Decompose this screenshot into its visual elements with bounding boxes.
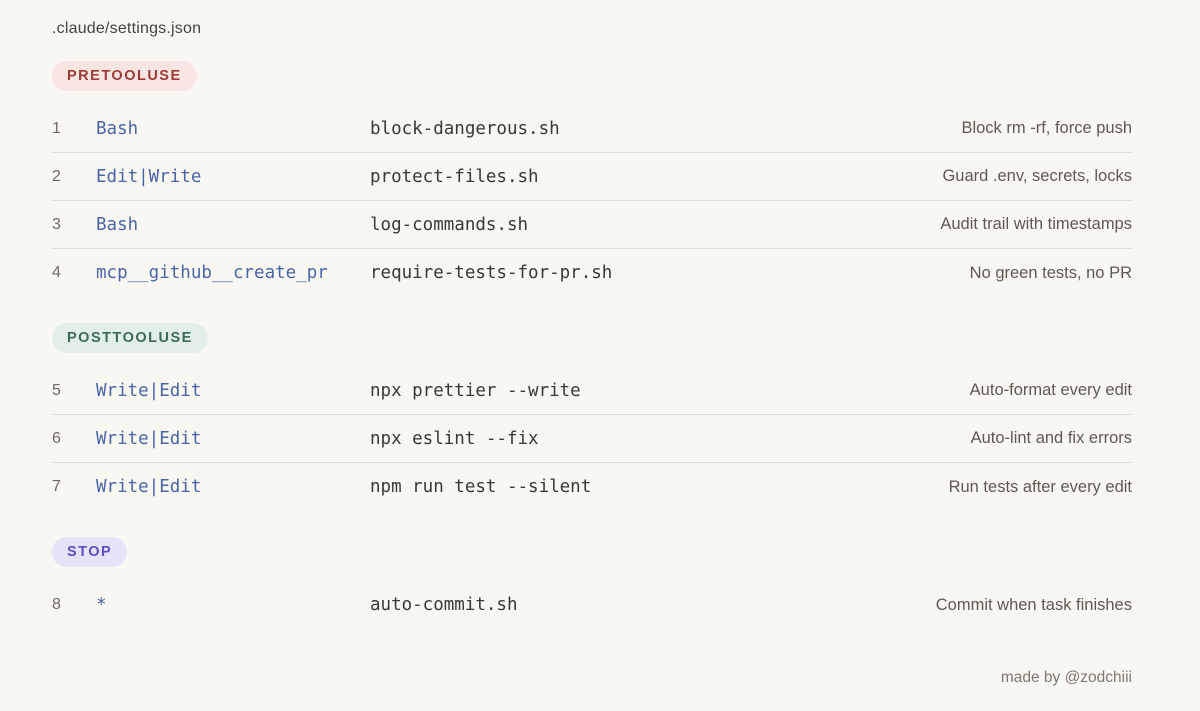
matcher-cell: mcp__github__create_pr — [96, 263, 328, 284]
section-badge-posttooluse: POSTTOOLUSE — [52, 323, 208, 354]
matcher-cell: * — [96, 595, 107, 616]
description-cell: Guard .env, secrets, locks — [942, 167, 1132, 186]
section-badge-pretooluse: PRETOOLUSE — [52, 61, 197, 92]
hook-rows: 8 * auto-commit.sh Commit when task finishe… — [52, 581, 1132, 629]
hook-row: 3 Bash log-commands.sh Audit trail with tim… — [52, 201, 1132, 250]
description-cell: No green tests, no PR — [969, 263, 1132, 282]
hook-row: 6 Write|Edit npx eslint --fix Auto-lint and… — [52, 415, 1132, 464]
row-number: 6 — [52, 429, 61, 447]
command-cell: npm run test --silent — [370, 477, 592, 498]
description-cell: Auto-lint and fix errors — [970, 429, 1132, 448]
description-cell: Run tests after every edit — [948, 477, 1132, 496]
matcher-cell: Edit|Write — [96, 166, 202, 187]
command-cell: protect-files.sh — [370, 166, 539, 187]
description-cell: Commit when task finishes — [935, 595, 1132, 614]
row-number: 1 — [52, 119, 61, 137]
command-cell: block-dangerous.sh — [370, 118, 560, 139]
command-cell: npx eslint --fix — [370, 428, 539, 449]
row-number: 5 — [52, 381, 61, 399]
description-cell: Audit trail with timestamps — [940, 215, 1132, 234]
row-number: 3 — [52, 215, 61, 233]
command-cell: require-tests-for-pr.sh — [370, 263, 613, 284]
command-cell: npx prettier --write — [370, 380, 581, 401]
matcher-cell: Bash — [96, 214, 139, 235]
command-cell: auto-commit.sh — [370, 595, 518, 616]
description-cell: Block rm -rf, force push — [961, 119, 1132, 138]
hook-row: 2 Edit|Write protect-files.sh Guard .env, s… — [52, 153, 1132, 202]
matcher-cell: Write|Edit — [96, 428, 202, 449]
hook-row: 8 * auto-commit.sh Commit when task finishe… — [52, 581, 1132, 629]
row-number: 8 — [52, 596, 61, 614]
hook-row: 1 Bash block-dangerous.sh Block rm -rf, for… — [52, 105, 1132, 154]
hook-row: 7 Write|Edit npm run test --silent Run test… — [52, 463, 1132, 511]
section-stop: STOP 8 * auto-commit.sh Commit when task fin… — [52, 537, 1132, 629]
row-number: 4 — [52, 264, 61, 282]
section-badge-stop: STOP — [52, 537, 128, 568]
command-cell: log-commands.sh — [370, 214, 529, 235]
file-title: .claude/settings.json — [52, 20, 202, 37]
hook-row: 5 Write|Edit npx prettier --write Auto-form… — [52, 367, 1132, 416]
matcher-cell: Write|Edit — [96, 477, 202, 498]
row-number: 2 — [52, 167, 61, 185]
row-number: 7 — [52, 478, 61, 496]
description-cell: Auto-format every edit — [969, 381, 1132, 400]
matcher-cell: Write|Edit — [96, 380, 202, 401]
matcher-cell: Bash — [96, 118, 139, 139]
hook-row: 4 mcp__github__create_pr require-tests-for… — [52, 249, 1132, 297]
footer-credit: made by @zodchiii — [1000, 669, 1132, 687]
